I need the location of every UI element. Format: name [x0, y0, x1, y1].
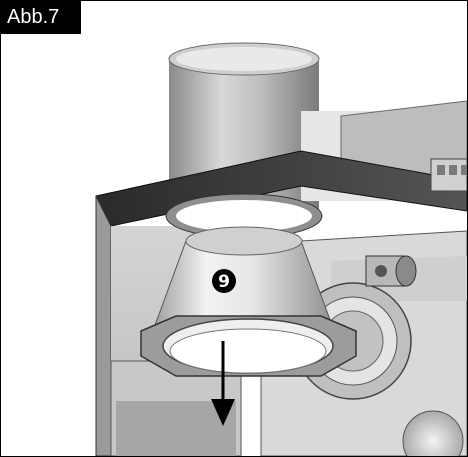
down-arrow-icon — [211, 341, 235, 426]
circled-number-callout: 9 — [212, 269, 236, 293]
callout-number: 9 — [218, 272, 230, 292]
fan-motor — [365, 255, 417, 287]
removable-cone — [140, 226, 357, 377]
mounting-opening — [165, 193, 323, 239]
terminal-block — [430, 158, 467, 192]
figure-label: Abb.7 — [1, 1, 81, 34]
